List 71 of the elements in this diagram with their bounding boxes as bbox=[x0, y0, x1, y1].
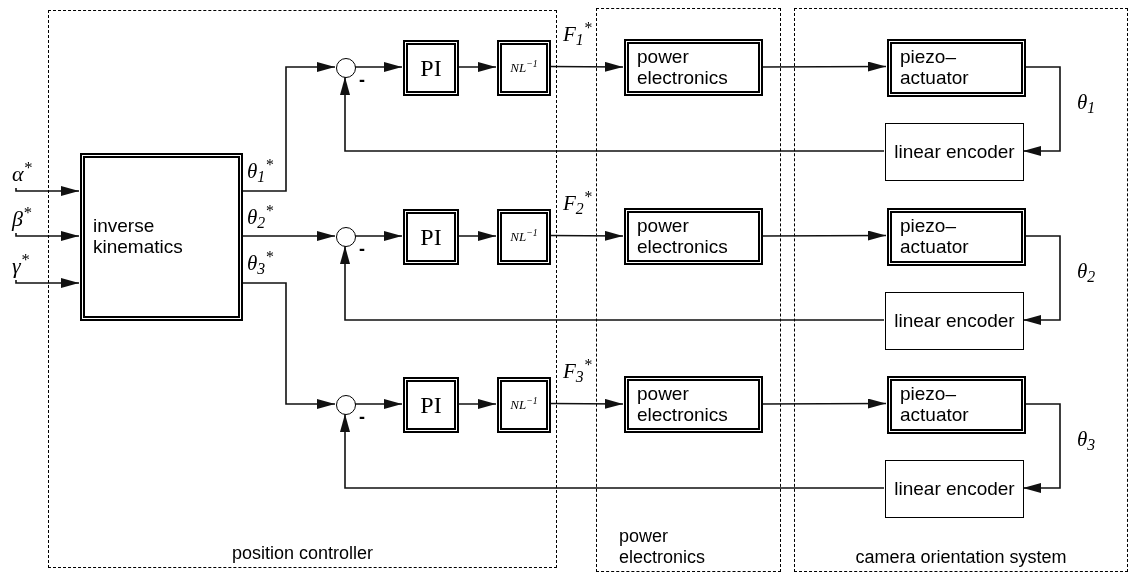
box-label: piezo– actuator bbox=[900, 384, 970, 426]
group-label: camera orientation system bbox=[854, 547, 1068, 569]
minus-sign: - bbox=[359, 240, 365, 258]
arrow bbox=[241, 282, 336, 409]
arrow bbox=[1022, 66, 1061, 156]
arrow bbox=[340, 245, 885, 321]
arrow bbox=[761, 61, 887, 72]
process-box bbox=[885, 292, 1024, 350]
arrow bbox=[1022, 403, 1061, 493]
box-label: power electronics bbox=[637, 215, 729, 258]
box-label: NL$^{−1}$ bbox=[510, 395, 538, 415]
process-box bbox=[80, 153, 243, 321]
controller-block bbox=[403, 209, 459, 265]
process-box bbox=[887, 376, 1026, 434]
edge-label: θ$_{1}$ bbox=[1076, 92, 1097, 113]
process-box bbox=[887, 39, 1026, 97]
box-label: PI bbox=[420, 54, 442, 83]
box-label: piezo– actuator bbox=[900, 47, 970, 89]
arrow bbox=[354, 231, 403, 241]
minus-sign: - bbox=[359, 71, 365, 89]
inverse-nonlinearity-block bbox=[497, 377, 551, 433]
group-label: power electronics bbox=[619, 525, 707, 569]
arrow bbox=[761, 230, 887, 241]
arrow bbox=[15, 186, 80, 196]
box-label: PI bbox=[420, 223, 442, 252]
arrow bbox=[761, 398, 887, 409]
arrow bbox=[340, 76, 885, 152]
dashed-group-frame bbox=[48, 10, 557, 568]
arrow bbox=[15, 231, 80, 241]
arrow bbox=[354, 62, 403, 72]
arrow bbox=[15, 278, 80, 288]
arrow bbox=[354, 399, 403, 409]
box-label: PI bbox=[420, 391, 442, 420]
box-label: power electronics bbox=[637, 383, 729, 426]
input-label: α$^{*}$ bbox=[12, 163, 32, 185]
process-box bbox=[624, 39, 763, 96]
process-box bbox=[624, 208, 763, 265]
group-label: position controller bbox=[230, 543, 375, 565]
box-label: linear encoder bbox=[894, 141, 1015, 163]
box-label: power electronics bbox=[637, 46, 729, 89]
dashed-group-frame bbox=[596, 8, 781, 572]
minus-sign: - bbox=[359, 408, 365, 426]
controller-block bbox=[403, 40, 459, 96]
box-label: NL$^{−1}$ bbox=[510, 58, 538, 78]
dashed-group-frame bbox=[794, 8, 1128, 572]
arrow bbox=[549, 398, 624, 409]
arrow bbox=[340, 413, 885, 489]
controller-block bbox=[403, 377, 459, 433]
input-label: β$^{*}$ bbox=[12, 208, 32, 230]
process-box bbox=[887, 208, 1026, 266]
process-box bbox=[885, 123, 1024, 181]
input-label: γ$^{*}$ bbox=[12, 255, 29, 277]
arrow bbox=[457, 231, 497, 241]
process-box bbox=[885, 460, 1024, 518]
arrow bbox=[1022, 235, 1061, 325]
inverse-nonlinearity-block bbox=[497, 209, 551, 265]
process-box bbox=[624, 376, 763, 433]
box-label: linear encoder bbox=[894, 310, 1015, 332]
arrow bbox=[241, 231, 336, 241]
arrow bbox=[549, 230, 624, 241]
box-label: inverse kinematics bbox=[93, 216, 184, 258]
inverse-nonlinearity-block bbox=[497, 40, 551, 96]
box-label: piezo– actuator bbox=[900, 216, 970, 258]
arrow bbox=[241, 62, 336, 192]
edge-label: θ$_{3}$ bbox=[1076, 429, 1097, 450]
box-label: NL$^{−1}$ bbox=[510, 227, 538, 247]
box-label: linear encoder bbox=[894, 478, 1015, 500]
edge-label: θ$_{2}$ bbox=[1076, 261, 1097, 282]
arrow bbox=[457, 399, 497, 409]
arrow bbox=[457, 62, 497, 72]
arrow bbox=[549, 61, 624, 72]
